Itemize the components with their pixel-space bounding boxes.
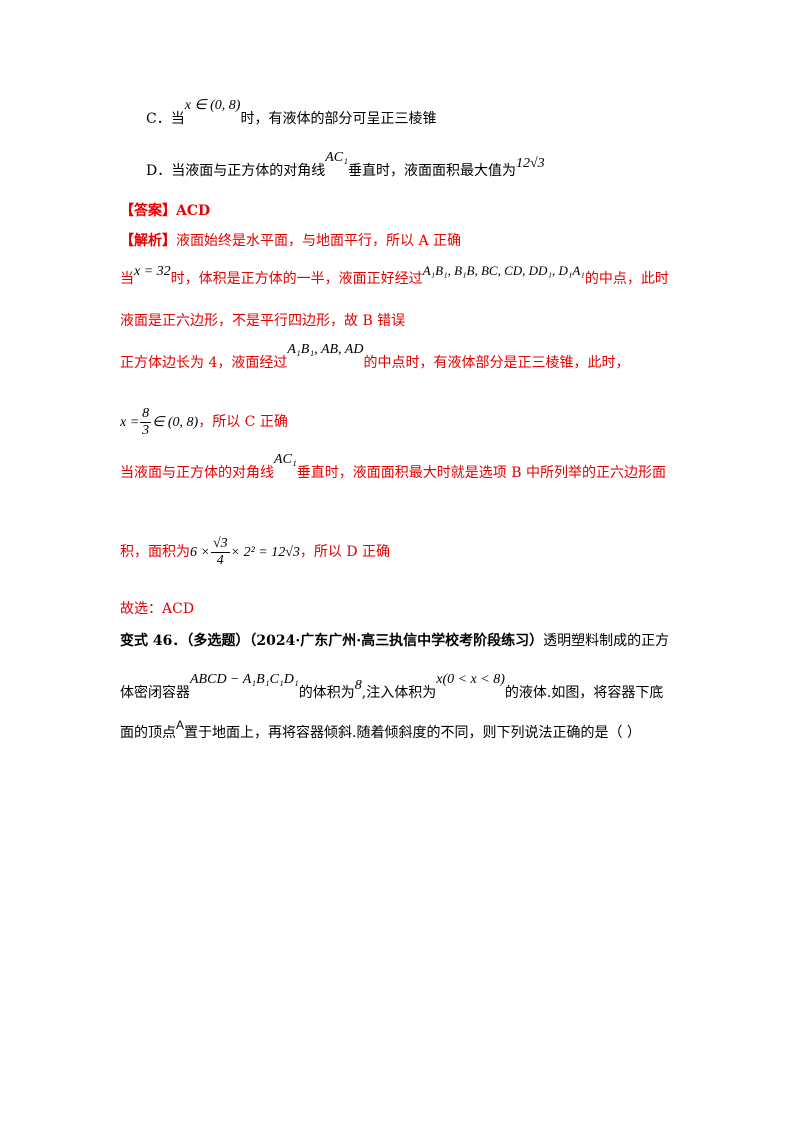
variant-line-2: 体密闭容器ABCD − A₁B₁C₁D₁的体积为8,注入体积为x(0 < x <… — [120, 672, 664, 703]
analysis-line6-math: AC₁ — [274, 452, 297, 467]
fraction-8-3-num: 8 — [140, 405, 152, 423]
variant-line2-math2: 8 — [354, 678, 362, 693]
analysis-line7-a: 积，面积为 — [120, 544, 190, 560]
analysis-line-4: 正方体边长为 4，液面经过A₁B₁, AB, AD的中点时，有液体部分是正三棱锥… — [120, 342, 630, 373]
analysis-line-2: 当x = 32时，体积是正方体的一半，液面正好经过A₁B₁, B₁B, BC, … — [120, 263, 669, 289]
analysis-line4-b: 的中点时，有液体部分是正三棱锥，此时， — [363, 355, 630, 371]
analysis-label: 【解析】 — [120, 233, 176, 249]
analysis-line7-post: × 2² = 12√3 — [230, 545, 300, 560]
variant-title: 变式 46．（多选题）（2024·广东广州·高三执信中学校考阶段练习） — [120, 633, 544, 649]
option-c-label: C．当 — [146, 111, 185, 127]
analysis-line-6: 当液面与正方体的对角线AC₁垂直时，液面面积最大时就是选项 B 中所列举的正六边… — [120, 452, 666, 483]
option-c: C．当x ∈ (0, 8)时，有液体的部分可呈正三棱锥 — [146, 98, 437, 129]
option-d-label: D．当液面与正方体的对角线 — [146, 163, 326, 179]
analysis-line5-text: ，所以 C 正确 — [198, 414, 288, 430]
option-d-math1: AC₁ — [325, 150, 348, 165]
analysis-line2-a: 当 — [120, 271, 134, 287]
variant-line3-b: 置于地面上，再将容器倾斜.随着倾斜度的不同，则下列说法正确的是（ ） — [184, 725, 641, 741]
option-d-text1: 垂直时，液面面积最大值为 — [348, 163, 516, 179]
option-d-math2: 12√3 — [516, 156, 545, 171]
variant-line2-math3: x(0 < x < 8) — [436, 672, 505, 687]
analysis-line7-b: ，所以 D 正确 — [299, 544, 391, 560]
analysis-conclusion: 故选：ACD — [120, 601, 195, 617]
analysis-line7-pre: 6 × — [190, 545, 210, 560]
variant-line3-a: 面的顶点 — [120, 725, 176, 741]
analysis-line6-b: 垂直时，液面面积最大时就是选项 B 中所列举的正六边形面 — [296, 465, 666, 481]
variant-line1-rest: 透明塑料制成的正方 — [543, 633, 670, 649]
variant-line2-c: ,注入体积为 — [361, 685, 437, 701]
analysis-line-1: 【解析】液面始终是水平面，与地面平行，所以 A 正确 — [120, 232, 461, 250]
variant-line-3: 面的顶点A置于地面上，再将容器倾斜.随着倾斜度的不同，则下列说法正确的是（ ） — [120, 718, 641, 742]
variant-line-1: 变式 46．（多选题）（2024·广东广州·高三执信中学校考阶段练习）透明塑料制… — [120, 632, 669, 650]
variant-line3-math: A — [176, 718, 185, 732]
analysis-line6-a: 当液面与正方体的对角线 — [120, 465, 274, 481]
analysis-line5-rest: ∈ (0, 8) — [152, 415, 199, 430]
variant-line2-b: 的体积为 — [298, 685, 355, 701]
analysis-line4-math: A₁B₁, AB, AD — [287, 342, 364, 357]
fraction-8-3-den: 3 — [142, 422, 150, 438]
analysis-line1-text: 液面始终是水平面，与地面平行，所以 A 正确 — [176, 233, 462, 249]
analysis-line2-math2: A₁B₁, B₁B, BC, CD, DD₁, D₁A₁ — [422, 263, 585, 278]
analysis-line4-a: 正方体边长为 4，液面经过 — [120, 355, 288, 371]
analysis-line2-math1: x = 32 — [134, 264, 171, 279]
analysis-line5-x: x = — [120, 415, 140, 430]
analysis-line2-b: 时，体积是正方体的一半，液面正好经过 — [170, 271, 423, 287]
analysis-line2-c: 的中点，此时 — [584, 271, 669, 287]
variant-line2-math1: ABCD − A₁B₁C₁D₁ — [190, 672, 299, 687]
variant-line2-a: 体密闭容器 — [120, 685, 190, 701]
fraction-sqrt3-4-den: 4 — [216, 552, 224, 568]
fraction-sqrt3-4-num: √3 — [210, 535, 230, 553]
option-c-text: 时，有液体的部分可呈正三棱锥 — [240, 111, 437, 127]
variant-line2-d: 的液体.如图，将容器下底 — [504, 685, 664, 701]
answer-label: 【答案】ACD — [120, 203, 211, 219]
option-d: D．当液面与正方体的对角线AC₁垂直时，液面面积最大值为12√3 — [146, 150, 545, 181]
option-c-math: x ∈ (0, 8) — [184, 98, 241, 113]
analysis-line-3: 液面是正六边形，不是平行四边形，故 B 错误 — [120, 313, 406, 329]
